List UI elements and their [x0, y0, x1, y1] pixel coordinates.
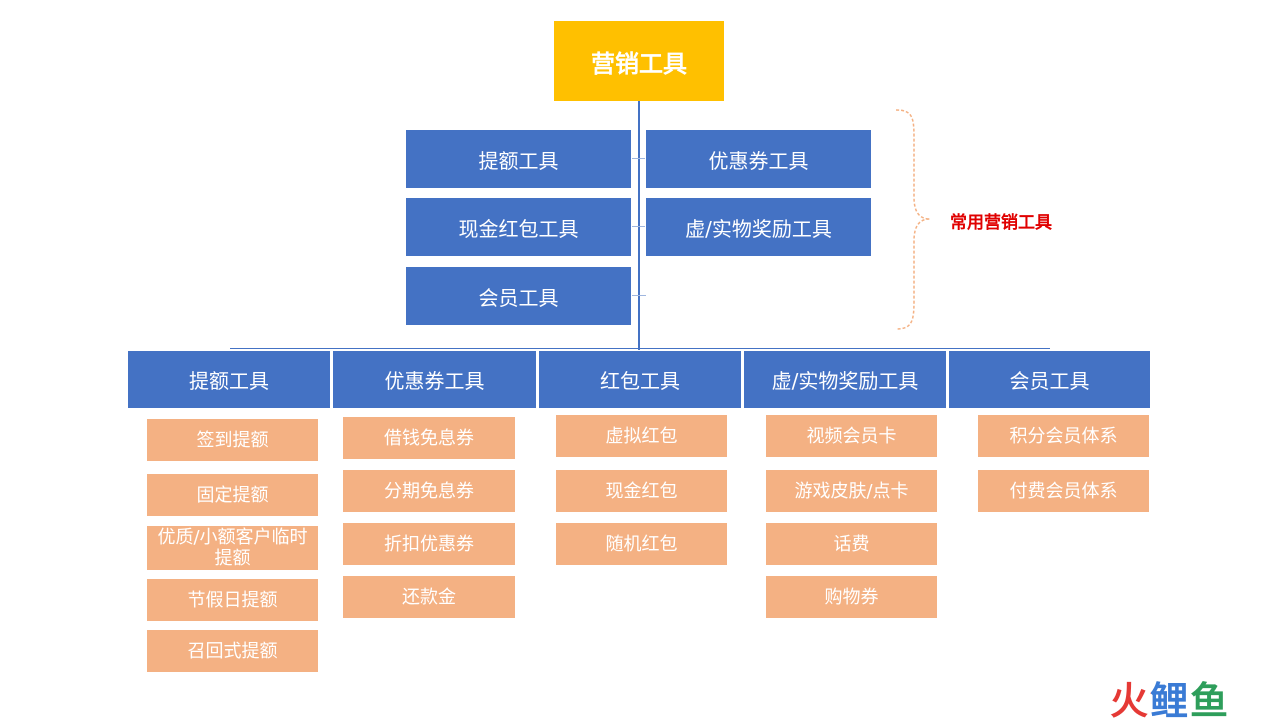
- common-tool-box: 现金红包工具: [405, 197, 632, 257]
- watermark-logo: 火鲤鱼: [1110, 670, 1230, 725]
- category-header: 会员工具: [948, 350, 1151, 409]
- trunk-line: [638, 100, 640, 350]
- common-tool-box: 会员工具: [405, 266, 632, 326]
- common-tool-box: 优惠券工具: [645, 129, 872, 189]
- category-header: 虚/实物奖励工具: [743, 350, 947, 409]
- tool-item: 借钱免息券: [342, 416, 516, 460]
- tool-item: 召回式提额: [146, 629, 319, 673]
- category-bar-line: [230, 348, 1050, 349]
- common-tool-box: 提额工具: [405, 129, 632, 189]
- root-node: 营销工具: [554, 21, 724, 101]
- connector-tick: [632, 226, 646, 227]
- tool-item: 分期免息券: [342, 469, 516, 513]
- tool-item: 签到提额: [146, 418, 319, 462]
- category-header: 红包工具: [538, 350, 742, 409]
- common-tools-label: 常用营销工具: [950, 213, 1052, 233]
- tool-item: 现金红包: [555, 469, 728, 513]
- tool-item: 固定提额: [146, 473, 319, 517]
- watermark-text: 火鲤鱼: [1110, 679, 1231, 723]
- category-header: 优惠券工具: [332, 350, 537, 409]
- common-tool-box: 虚/实物奖励工具: [645, 197, 872, 257]
- tool-item: 话费: [765, 522, 938, 566]
- tool-item: 折扣优惠券: [342, 522, 516, 566]
- tool-item: 视频会员卡: [765, 414, 938, 458]
- tool-item: 节假日提额: [146, 578, 319, 622]
- tool-item: 虚拟红包: [555, 414, 728, 458]
- connector-tick: [632, 295, 646, 296]
- category-header: 提额工具: [127, 350, 331, 409]
- tool-item: 积分会员体系: [977, 414, 1150, 458]
- connector-tick: [632, 158, 646, 159]
- tool-item: 购物券: [765, 575, 938, 619]
- tool-item: 随机红包: [555, 522, 728, 566]
- tool-item: 付费会员体系: [977, 469, 1150, 513]
- tool-item: 游戏皮肤/点卡: [765, 469, 938, 513]
- tool-item: 优质/小额客户临时提额: [146, 525, 319, 571]
- tool-item: 还款金: [342, 575, 516, 619]
- curly-brace: [895, 109, 931, 330]
